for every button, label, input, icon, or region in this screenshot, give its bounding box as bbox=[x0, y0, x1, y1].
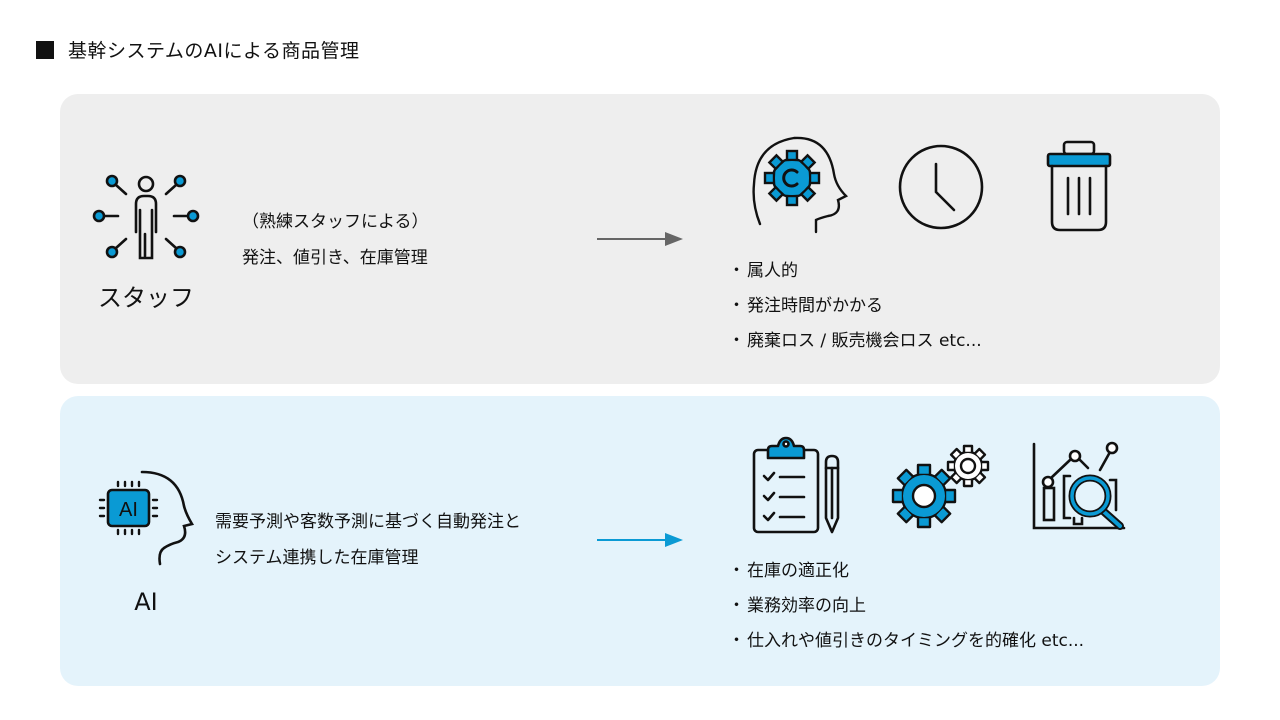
trash-icon bbox=[1044, 138, 1114, 234]
ai-description-line2: システム連携した在庫管理 bbox=[215, 548, 419, 568]
ai-label: AI bbox=[134, 588, 158, 616]
issue-item: 発注時間がかかる bbox=[728, 289, 982, 324]
ai-panel: AI AI 需要予測や客数予測に基づく自動発注と システム連携した在庫管理 bbox=[60, 396, 1220, 686]
benefit-item: 在庫の適正化 bbox=[728, 554, 1084, 589]
title-text: 基幹システムのAIによる商品管理 bbox=[68, 40, 360, 62]
staff-description: （熟練スタッフによる） 発注、値引き、在庫管理 bbox=[242, 204, 429, 276]
chart-magnifier-icon bbox=[1030, 440, 1130, 534]
staff-issues-list: 属人的 発注時間がかかる 廃棄ロス / 販売機会ロス etc... bbox=[728, 254, 982, 359]
head-gear-icon bbox=[750, 134, 849, 234]
ai-chip-text: AI bbox=[119, 499, 138, 521]
page-title: 基幹システムのAIによる商品管理 bbox=[36, 36, 359, 63]
staff-description-line2: 発注、値引き、在庫管理 bbox=[242, 248, 428, 268]
ai-description: 需要予測や客数予測に基づく自動発注と システム連携した在庫管理 bbox=[215, 504, 521, 576]
staff-panel: スタッフ （熟練スタッフによる） 発注、値引き、在庫管理 bbox=[60, 94, 1220, 384]
ai-arrow-icon bbox=[597, 533, 685, 547]
benefit-item: 仕入れや値引きのタイミングを的確化 etc... bbox=[728, 624, 1084, 659]
issue-item: 廃棄ロス / 販売機会ロス etc... bbox=[728, 324, 982, 359]
gears-icon bbox=[890, 444, 992, 530]
ai-benefits-list: 在庫の適正化 業務効率の向上 仕入れや値引きのタイミングを的確化 etc... bbox=[728, 554, 1084, 659]
ai-head-chip-icon: AI bbox=[98, 468, 195, 580]
staff-label: スタッフ bbox=[98, 284, 194, 312]
clock-icon bbox=[896, 142, 986, 232]
title-square-icon bbox=[36, 40, 54, 59]
issue-item: 属人的 bbox=[728, 254, 982, 289]
ai-description-line1: 需要予測や客数予測に基づく自動発注と bbox=[215, 512, 521, 532]
clipboard-checklist-icon bbox=[750, 436, 846, 536]
staff-network-icon bbox=[90, 172, 202, 264]
benefit-item: 業務効率の向上 bbox=[728, 589, 1084, 624]
staff-arrow-icon bbox=[597, 232, 685, 246]
staff-description-line1: （熟練スタッフによる） bbox=[242, 212, 429, 232]
